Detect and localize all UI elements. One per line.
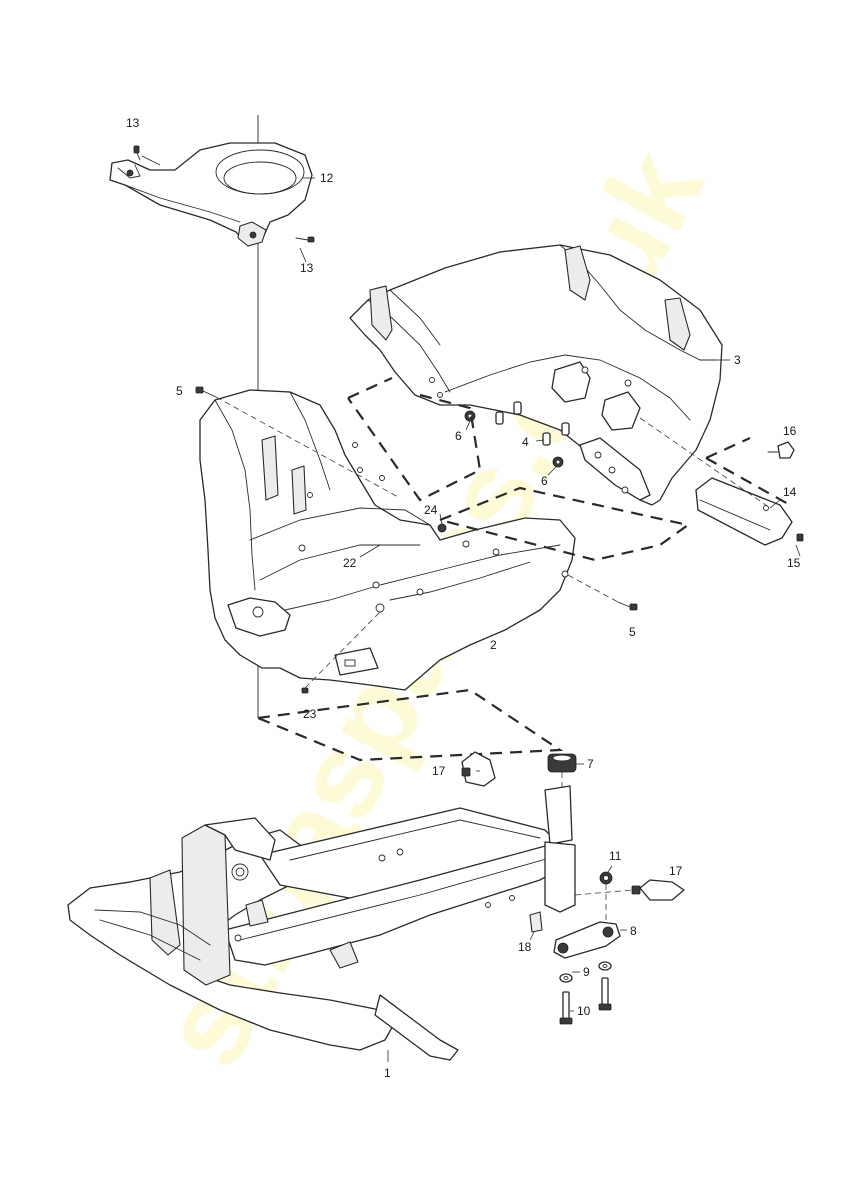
- callout-11: 11: [609, 849, 622, 863]
- screw-5-right: [617, 601, 638, 611]
- part-12-bracket-plate: [109, 142, 313, 247]
- part-4-pins: [495, 401, 570, 446]
- part-8-link-bar: [553, 921, 621, 959]
- callout-10: 10: [577, 1004, 591, 1018]
- part-18-clip: [529, 911, 543, 933]
- callout-9: 9: [583, 965, 590, 979]
- assembly-dash-right: [705, 436, 791, 506]
- callout-23: 23: [303, 707, 317, 721]
- alignment-16: [639, 417, 771, 509]
- alignment-17: [574, 889, 633, 896]
- nut-6-a: [464, 410, 476, 422]
- callout-17-right: 17: [669, 864, 683, 878]
- callout-12: 12: [320, 171, 334, 185]
- assembly-dash-upper: [347, 376, 482, 502]
- assembly-dash-lower: [257, 688, 564, 762]
- part-1-main-frame: [67, 785, 576, 1061]
- callout-18: 18: [518, 940, 532, 954]
- part-2-chassis-body: [199, 389, 576, 691]
- callout-1: 1: [384, 1066, 391, 1080]
- callout-7: 7: [587, 757, 594, 771]
- part-10-bolts: [559, 977, 612, 1025]
- screw-15: [796, 533, 804, 542]
- callout-5-top: 5: [176, 384, 183, 398]
- screw-24: [437, 523, 447, 533]
- callout-24: 24: [424, 503, 438, 517]
- callout-13-bottom: 13: [300, 261, 314, 275]
- part-17-buffer-right: [631, 879, 685, 901]
- callout-16: 16: [783, 424, 797, 438]
- callout-labels: 13 12 13 3 5 6 4 6 16 14 15 24 22 5 2 23…: [126, 116, 801, 1080]
- callout-14: 14: [783, 485, 797, 499]
- part-11-nut: [599, 871, 613, 885]
- part-7-rubber-bush: [547, 753, 577, 773]
- callout-4: 4: [522, 435, 529, 449]
- part-14-rear-plate: [695, 477, 793, 546]
- callout-3: 3: [734, 353, 741, 367]
- callout-2: 2: [490, 638, 497, 652]
- callout-6-lower: 6: [541, 474, 548, 488]
- screw-13-bottom: [295, 236, 315, 243]
- screw-13-top: [133, 145, 141, 161]
- callout-22: 22: [343, 556, 357, 570]
- alignment-5-right: [567, 574, 619, 603]
- callout-17-left: 17: [432, 764, 446, 778]
- nut-6-b: [552, 456, 564, 468]
- screw-23: [301, 611, 381, 694]
- part-3-rear-fender: [349, 244, 723, 506]
- callout-6-upper: 6: [455, 429, 462, 443]
- alignment-5-top: [215, 396, 401, 499]
- callout-leaders: [141, 155, 801, 1012]
- callout-15: 15: [787, 556, 801, 570]
- part-17-buffer-left: [461, 751, 496, 787]
- callout-5-right: 5: [629, 625, 636, 639]
- part-16-knob: [767, 441, 795, 459]
- part-9-washers: [559, 961, 612, 983]
- callout-8: 8: [630, 924, 637, 938]
- assembly-dash-middle: [439, 486, 691, 562]
- screw-5-top: [195, 386, 217, 398]
- callout-13-top: 13: [126, 116, 140, 130]
